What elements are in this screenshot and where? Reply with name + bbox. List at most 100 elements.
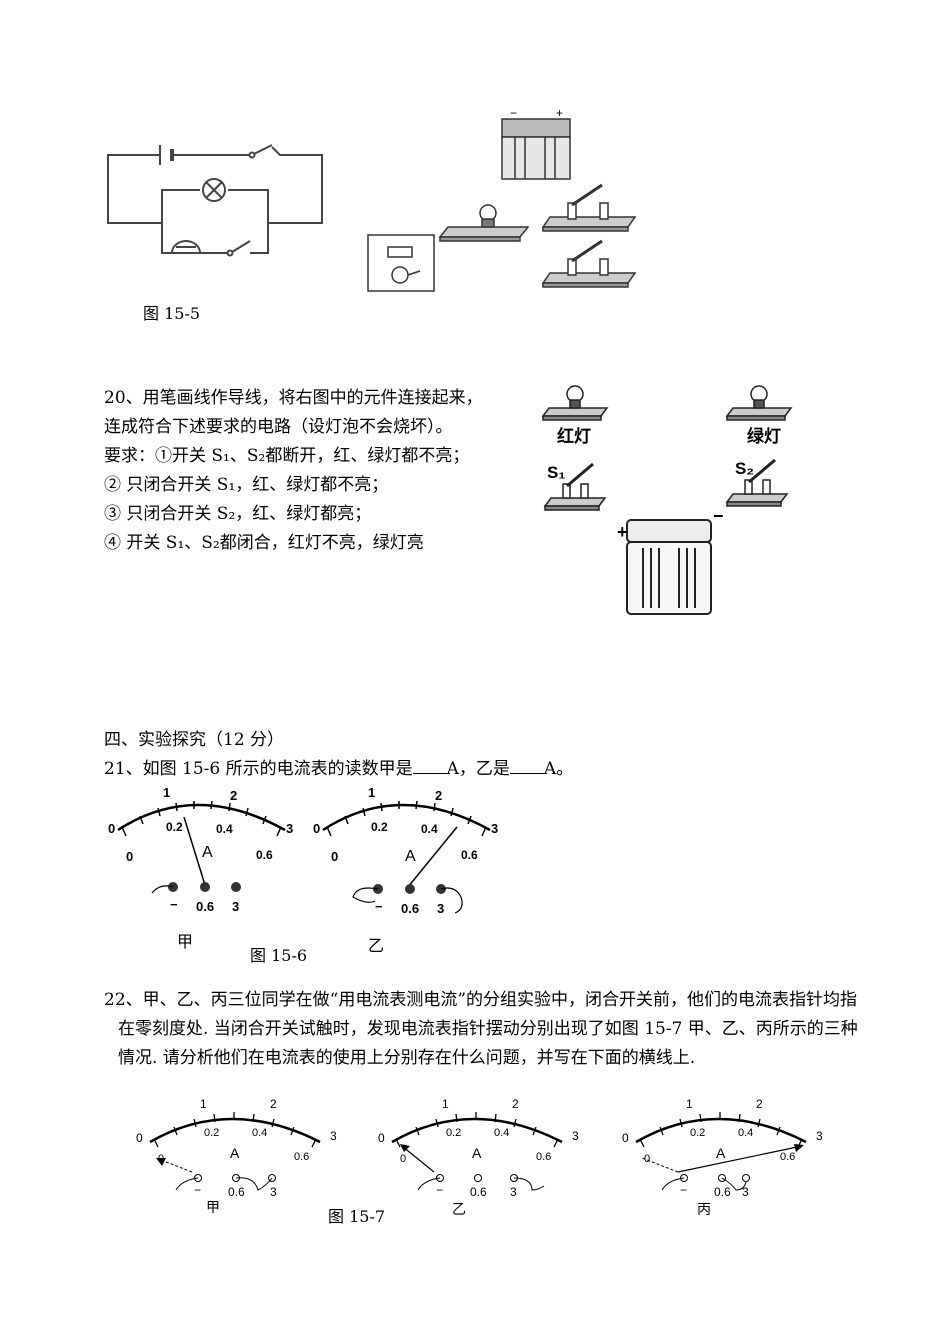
battery-plus-label: +	[617, 522, 628, 542]
ammeter-15-7-jia: 0 1 2 3 0 0.2 0.4 0.6 A − 0.6 3	[136, 1097, 337, 1199]
section-4-title: 四、实验探究（12 分）	[104, 730, 285, 750]
s1-label: S₁	[547, 463, 565, 482]
svg-text:+: +	[556, 106, 563, 120]
q20-line-1: 20、用笔画线作导线，将右图中的元件连接起来，	[104, 388, 483, 408]
meter-box-icon	[367, 234, 435, 292]
svg-text:0.6: 0.6	[780, 1151, 795, 1163]
ammeter-jia-needle	[183, 816, 206, 886]
q20-line-4: ② 只闭合开关 S₁，红、绿灯都不亮；	[104, 475, 389, 495]
svg-text:1: 1	[200, 1097, 207, 1111]
s1-switch-icon	[543, 462, 607, 511]
svg-text:3: 3	[572, 1129, 579, 1143]
svg-text:−: −	[170, 897, 178, 912]
ammeter-yi-needle	[407, 826, 458, 888]
circuit-diagram-15-5	[107, 144, 323, 257]
q21-prefix: 21、如图 15-6 所示的电流表的读数甲是	[104, 759, 413, 779]
svg-text:A: A	[716, 1145, 726, 1161]
svg-text:0.6: 0.6	[461, 848, 478, 862]
svg-text:−: −	[436, 1183, 443, 1197]
components-illustration-15-5: −+	[367, 106, 637, 292]
svg-text:0.6: 0.6	[196, 899, 214, 914]
ammeter-jia: 0 1 2 3 0 0.2 0.4 0.6 A − 0.6 3	[108, 785, 293, 914]
ammeters-15-7: 0 1 2 3 0 0.2 0.4 0.6 A − 0.6 3 0 1 2 3 …	[136, 1097, 823, 1199]
ammeter-yi: 0 1 2 3 0 0.2 0.4 0.6 A − 0.6 3	[313, 785, 498, 916]
svg-text:3: 3	[330, 1129, 337, 1143]
switch-board-icon-2	[541, 239, 637, 288]
switch-board-icon-1	[541, 183, 637, 232]
green-lamp-label: 绿灯	[747, 426, 781, 446]
svg-text:2: 2	[230, 788, 237, 803]
q20-line-5: ③ 只闭合开关 S₂，红、绿灯都亮；	[104, 504, 372, 524]
q20-line-3: 要求：①开关 S₁、S₂都断开，红、绿灯都不亮；	[104, 446, 470, 466]
svg-text:−: −	[194, 1183, 201, 1197]
svg-text:1: 1	[163, 785, 170, 800]
s2-switch-icon	[725, 458, 789, 507]
battery-icon-q20	[626, 519, 712, 615]
q20-line-2: 连成符合下述要求的电路（设灯泡不会烧坏）。	[104, 417, 453, 437]
svg-text:A: A	[230, 1145, 240, 1161]
ammeter-yi-label: 乙	[368, 936, 385, 955]
svg-text:−: −	[375, 899, 383, 914]
figure-caption-15-5: 图 15-5	[143, 304, 201, 323]
svg-text:2: 2	[756, 1097, 763, 1111]
svg-text:0.2: 0.2	[204, 1127, 219, 1139]
q21-answer-blank-yi[interactable]	[509, 757, 544, 774]
q21-mid: A，乙是	[446, 759, 510, 779]
svg-text:1: 1	[686, 1097, 693, 1111]
svg-text:0: 0	[644, 1153, 650, 1165]
svg-text:A: A	[202, 844, 213, 861]
svg-text:0.6: 0.6	[401, 901, 419, 916]
svg-text:0.6: 0.6	[470, 1185, 487, 1199]
svg-text:0: 0	[331, 849, 338, 864]
svg-text:0.2: 0.2	[371, 820, 388, 834]
svg-text:0: 0	[108, 821, 115, 836]
svg-text:3: 3	[742, 1185, 749, 1199]
svg-text:0.2: 0.2	[690, 1127, 705, 1139]
svg-text:0.6: 0.6	[714, 1185, 731, 1199]
svg-text:0: 0	[313, 821, 320, 836]
components-illustration-q20: 红灯 绿灯 S₁ S₂ + −	[541, 385, 793, 615]
q21-suffix: A。	[543, 759, 574, 779]
svg-text:0: 0	[378, 1131, 385, 1145]
svg-text:0.6: 0.6	[256, 848, 273, 862]
ammeter-15-7-bing: 0 1 2 3 0 0.2 0.4 0.6 A − 0.6 3	[622, 1097, 823, 1199]
svg-text:3: 3	[510, 1185, 517, 1199]
svg-text:3: 3	[816, 1129, 823, 1143]
ammeter-15-7-yi-label: 乙	[452, 1202, 466, 1218]
question-21-text: 21、如图 15-6 所示的电流表的读数甲是 A，乙是 A。	[104, 755, 573, 784]
question-20-text: 20、用笔画线作导线，将右图中的元件连接起来， 连成符合下述要求的电路（设灯泡不…	[104, 384, 483, 558]
svg-text:0.4: 0.4	[421, 822, 438, 836]
svg-text:3: 3	[270, 1185, 277, 1199]
svg-text:0: 0	[126, 849, 133, 864]
q21-answer-blank-jia[interactable]	[412, 757, 447, 774]
ammeter-15-7-bing-label: 丙	[697, 1202, 711, 1218]
svg-text:0.2: 0.2	[446, 1127, 461, 1139]
svg-text:3: 3	[286, 821, 293, 836]
svg-text:3: 3	[437, 901, 444, 916]
battery-icon	[501, 118, 571, 180]
svg-text:0.6: 0.6	[536, 1151, 551, 1163]
ammeter-15-7-yi: 0 1 2 3 0 0.2 0.4 0.6 A − 0.6 3	[378, 1097, 579, 1199]
svg-text:0.6: 0.6	[228, 1185, 245, 1199]
lamp-board-icon	[438, 204, 530, 242]
svg-text:0: 0	[400, 1153, 406, 1165]
figure-caption-15-6: 图 15-6	[250, 946, 308, 965]
green-lamp-icon	[725, 385, 793, 421]
svg-text:0.4: 0.4	[738, 1127, 753, 1139]
svg-text:1: 1	[442, 1097, 449, 1111]
svg-text:1: 1	[368, 785, 375, 800]
svg-text:0.2: 0.2	[166, 820, 183, 834]
svg-text:0.4: 0.4	[252, 1127, 267, 1139]
svg-text:−: −	[680, 1183, 687, 1197]
svg-text:3: 3	[232, 899, 239, 914]
s2-label: S₂	[735, 459, 754, 478]
ammeter-15-7-jia-label: 甲	[206, 1200, 220, 1216]
svg-text:3: 3	[491, 821, 498, 836]
red-lamp-icon	[541, 385, 609, 421]
question-22-text: 22、甲、乙、丙三位同学在做“用电流表测电流”的分组实验中，闭合开关前，他们的电…	[104, 990, 858, 1068]
svg-text:2: 2	[435, 788, 442, 803]
svg-text:2: 2	[270, 1097, 277, 1111]
figure-caption-15-7: 图 15-7	[328, 1207, 386, 1226]
svg-text:−: −	[510, 106, 517, 120]
svg-text:2: 2	[512, 1097, 519, 1111]
